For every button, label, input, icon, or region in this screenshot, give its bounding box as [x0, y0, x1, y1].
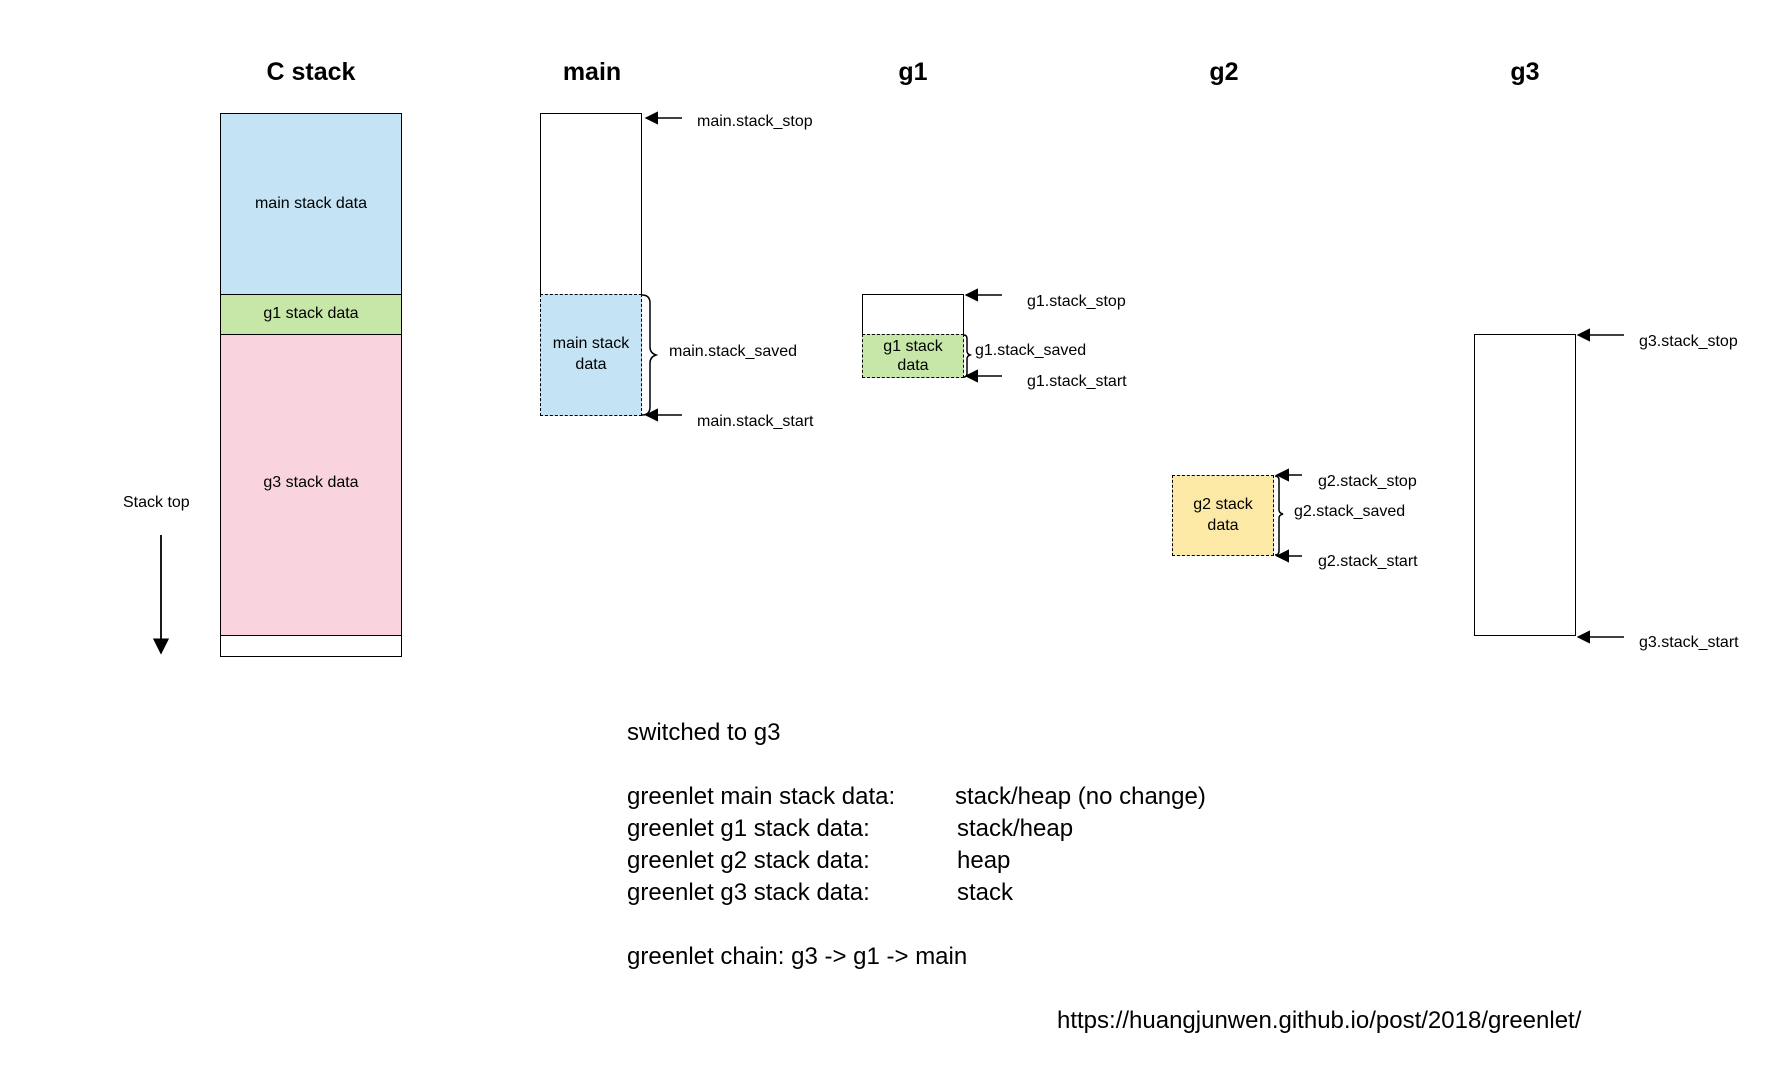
g2-stack-start-label: g2.stack_start	[1318, 553, 1418, 570]
g2-stack-stop-label: g2.stack_stop	[1318, 473, 1417, 490]
note-row-label: greenlet g3 stack data:	[627, 879, 870, 906]
g1-saved-block: g1 stack data	[862, 334, 964, 378]
main-stack-start-label: main.stack_start	[697, 413, 814, 430]
g2-stack-saved-brace	[1274, 475, 1284, 556]
source-url: https://huangjunwen.github.io/post/2018/…	[1057, 1007, 1582, 1034]
c-stack-g1-block: g1 stack data	[220, 294, 402, 335]
notes-heading: switched to g3	[627, 719, 781, 746]
note-row-value: stack/heap (no change)	[955, 783, 1206, 810]
c-stack-title: C stack	[266, 58, 356, 86]
greenlet-chain: greenlet chain: g3 -> g1 -> main	[627, 943, 968, 970]
g3-stack-stop-label: g3.stack_stop	[1639, 333, 1738, 350]
main-stack-saved-brace	[641, 294, 659, 416]
note-row-value: stack	[957, 879, 1014, 906]
main-saved-block: main stack data	[540, 294, 642, 416]
note-row-label: greenlet main stack data:	[627, 783, 896, 810]
g1-stack-start-label: g1.stack_start	[1027, 373, 1127, 390]
stack-top-label: Stack top	[123, 494, 190, 511]
note-row-label: greenlet g1 stack data:	[627, 815, 870, 842]
g1-title: g1	[898, 58, 928, 86]
g1-stack-stop-label: g1.stack_stop	[1027, 293, 1126, 310]
g1-stack-saved-brace	[963, 334, 973, 378]
note-row-label: greenlet g2 stack data:	[627, 847, 870, 874]
g3-title: g3	[1510, 58, 1540, 86]
c-stack-free-block	[220, 635, 402, 657]
c-stack-g3-block: g3 stack data	[220, 334, 402, 636]
g3-stack-frame	[1474, 334, 1576, 636]
g2-stack-saved-label: g2.stack_saved	[1294, 503, 1406, 520]
g2-title: g2	[1209, 58, 1239, 86]
note-row-value: heap	[957, 847, 1011, 874]
note-row-value: stack/heap	[957, 815, 1074, 842]
g1-stack-saved-label: g1.stack_saved	[975, 342, 1087, 359]
main-stack-stop-label: main.stack_stop	[697, 113, 813, 130]
g3-stack-start-label: g3.stack_start	[1639, 634, 1739, 651]
c-stack-main-block: main stack data	[220, 113, 402, 295]
g2-saved-block: g2 stack data	[1172, 475, 1274, 556]
main-title: main	[562, 58, 622, 86]
main-stack-saved-label: main.stack_saved	[669, 343, 798, 360]
